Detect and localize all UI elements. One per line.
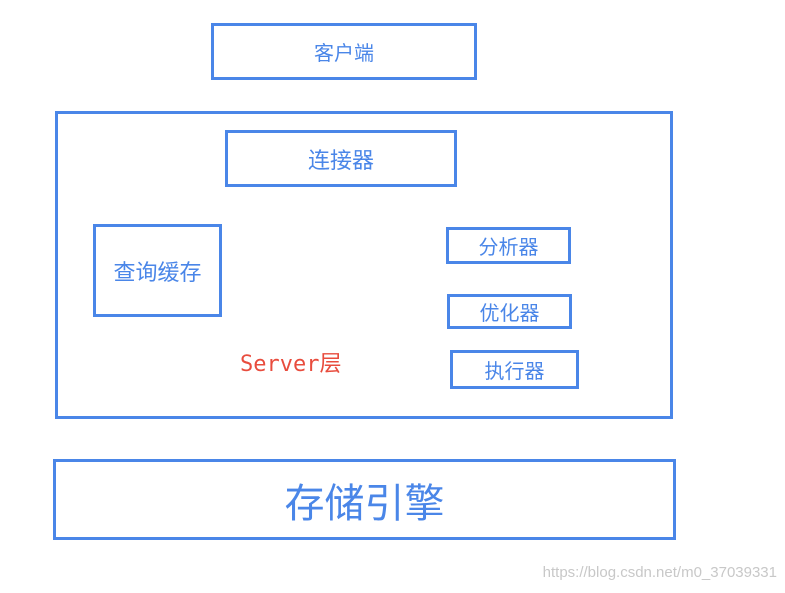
storage-engine-box: 存储引擎: [53, 459, 676, 540]
client-box: 客户端: [211, 23, 477, 80]
optimizer-box: 优化器: [447, 294, 572, 329]
server-layer-label: Server层: [240, 346, 342, 378]
executor-box: 执行器: [450, 350, 579, 389]
query-cache-label: 查询缓存: [113, 260, 202, 286]
analyzer-label: 分析器: [478, 235, 539, 259]
client-label: 客户端: [314, 41, 374, 65]
connector-label: 连接器: [307, 148, 374, 174]
analyzer-box: 分析器: [446, 227, 571, 264]
server-layer-label-en: Server: [240, 352, 320, 377]
executor-label: 执行器: [484, 359, 545, 383]
server-layer-label-zh: 层: [319, 352, 342, 377]
query-cache-box: 查询缓存: [93, 224, 222, 317]
optimizer-label: 优化器: [479, 301, 540, 325]
connector-box: 连接器: [225, 130, 457, 187]
storage-engine-label: 存储引擎: [284, 480, 445, 527]
watermark: https://blog.csdn.net/m0_37039331: [542, 564, 777, 581]
